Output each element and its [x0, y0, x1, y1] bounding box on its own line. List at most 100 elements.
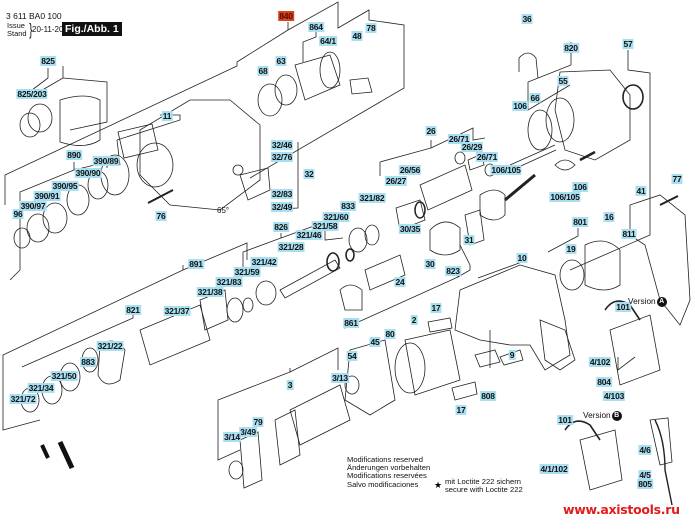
- chuck-body: [59, 95, 101, 146]
- modifications-line: Änderungen vorbehalten: [347, 463, 431, 473]
- part-label-4-6: 4/6: [638, 445, 652, 455]
- part-label-30: 30: [424, 259, 436, 269]
- part-label-55: 55: [557, 76, 569, 86]
- part-label-66: 66: [529, 93, 541, 103]
- bearing-plate-3-49: [239, 431, 263, 489]
- part-label-32-46: 32/46: [270, 140, 294, 150]
- version-b-badge: B: [611, 410, 622, 421]
- bit-large: [57, 440, 75, 470]
- part-label-101b: 101: [557, 415, 573, 425]
- part-label-32-83: 32/83: [270, 189, 294, 199]
- bracket-820: [527, 42, 572, 111]
- website-watermark: www.axistools.ru: [563, 502, 680, 517]
- part-label-36: 36: [521, 14, 533, 24]
- part-label-106: 106: [512, 101, 528, 111]
- part-label-3-14: 3/14: [223, 432, 241, 442]
- bracket-3-top: [289, 347, 339, 373]
- modifications-line: Modifications reserved: [347, 455, 423, 464]
- bracket-825-block: [62, 77, 108, 131]
- ring-55: [545, 97, 575, 143]
- part-label-106-105b: 106/105: [549, 192, 581, 202]
- bracket-840-top: [249, 1, 405, 179]
- part-label-26-71a: 26/71: [447, 134, 471, 144]
- part-label-805: 805: [637, 479, 653, 489]
- part-label-321-72: 321/72: [9, 394, 37, 404]
- spring-106-105-shaft: [504, 173, 536, 202]
- part-label-891: 891: [188, 259, 204, 269]
- part-label-96: 96: [12, 209, 24, 219]
- modifications-line: Salvo modificaciones: [347, 479, 419, 489]
- bit-small: [40, 444, 50, 459]
- switch-b: [579, 429, 623, 491]
- gear-housing: [139, 99, 261, 211]
- spring-106-105: [554, 159, 576, 171]
- armature-3: [289, 384, 351, 446]
- part-label-45: 45: [369, 337, 381, 347]
- part-label-390-90: 390/90: [74, 168, 102, 178]
- chuck-cap: [19, 112, 41, 138]
- bearing-54: [344, 375, 360, 395]
- part-label-390-97: 390/97: [19, 201, 47, 211]
- loctite-line: secure with Loctite 222: [445, 485, 523, 495]
- bracket-840: [4, 22, 289, 205]
- part-label-17b: 17: [455, 405, 467, 415]
- piston-26: [419, 164, 473, 211]
- version-a-label: Version: [628, 296, 656, 306]
- part-label-2: 2: [410, 315, 418, 325]
- issue-brace: }: [29, 20, 33, 39]
- crank-30: [429, 221, 461, 256]
- part-label-63: 63: [275, 56, 287, 66]
- part-label-390-91: 390/91: [33, 191, 61, 201]
- bearing-3-14: [228, 460, 244, 480]
- bracket-10: [477, 257, 523, 279]
- part-label-321-37: 321/37: [163, 306, 191, 316]
- part-label-106b: 106: [572, 182, 588, 192]
- clip-861: [339, 284, 363, 311]
- part-label-80: 80: [384, 329, 396, 339]
- switch-a: [609, 314, 661, 386]
- part-label-101a: 101: [615, 302, 631, 312]
- ring-26-71: [454, 151, 466, 165]
- loctite-star-icon: ★: [434, 480, 443, 490]
- issue-label-en: Issue: [7, 21, 25, 30]
- bearing-321-42: [255, 280, 277, 306]
- part-label-106-105a: 106/105: [490, 165, 522, 175]
- part-label-68: 68: [257, 66, 269, 76]
- angle-annotation: 65°: [217, 206, 230, 215]
- part-label-9: 9: [508, 350, 516, 360]
- grip-10: [539, 319, 576, 371]
- clip-36: [518, 52, 539, 79]
- label-plate-11: [117, 123, 159, 159]
- oring-57: [622, 84, 644, 110]
- spindle-826: [279, 259, 341, 299]
- oring-26-56: [414, 201, 426, 219]
- part-label-321-83: 321/83: [215, 277, 243, 287]
- striker-26-27: [395, 199, 426, 231]
- part-label-321-34: 321/34: [27, 383, 55, 393]
- oring-32-76: [232, 164, 244, 176]
- part-label-864: 864: [308, 22, 324, 32]
- power-cord-805: [654, 419, 673, 506]
- part-label-826: 826: [273, 222, 289, 232]
- stator-front: [394, 342, 426, 394]
- part-label-24: 24: [394, 277, 406, 287]
- part-label-48: 48: [351, 31, 363, 41]
- arrow-106: [579, 150, 596, 162]
- bracket-823-top: [457, 244, 471, 278]
- bracket-26: [379, 140, 432, 176]
- modifications-note: Modifications reserved Änderungen vorbeh…: [347, 455, 431, 489]
- bracket-891: [2, 265, 184, 431]
- ring-68: [257, 83, 283, 117]
- part-label-79: 79: [252, 417, 264, 427]
- part-label-26-27: 26/27: [384, 176, 408, 186]
- part-label-3-13: 3/13: [331, 373, 349, 383]
- part-label-321-46: 321/46: [295, 230, 323, 240]
- motor-housing-10: [454, 264, 571, 371]
- issue-label: Issue Stand: [7, 22, 27, 38]
- part-label-26: 26: [425, 126, 437, 136]
- part-label-3: 3: [286, 380, 294, 390]
- part-label-321-28: 321/28: [277, 242, 305, 252]
- ring-19: [559, 259, 585, 291]
- document-number: 3 611 BA0 100: [6, 11, 62, 21]
